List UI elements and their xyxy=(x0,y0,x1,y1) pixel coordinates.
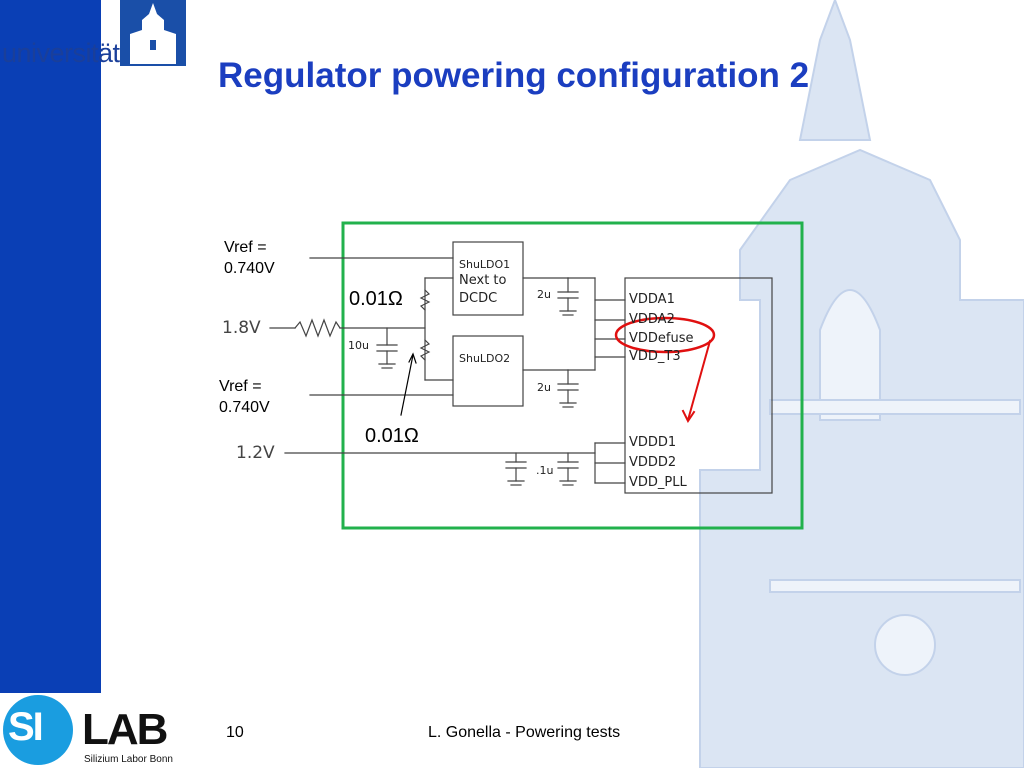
silab-word: LAB xyxy=(82,705,168,754)
supply-12-label: 1.2V xyxy=(236,443,275,463)
resistor-bottom-value: 0.01Ω xyxy=(365,425,419,447)
resistor-pointer xyxy=(400,354,414,416)
ldo1-line3: DCDC xyxy=(459,291,498,306)
chip-block xyxy=(624,277,773,494)
shunt-resistor-bottom xyxy=(419,339,431,361)
cap-ldo2-label: 2u xyxy=(537,381,551,394)
vddefuse-highlight-ellipse xyxy=(614,316,716,354)
slide-title: Regulator powering configuration 2 xyxy=(218,56,810,95)
ldo1-line2: Next to xyxy=(459,273,507,288)
cap-ldo1-label: 2u xyxy=(537,288,551,301)
vref-bottom-label: Vref = 0.740V xyxy=(219,378,270,416)
highlight-arrow xyxy=(686,339,712,422)
silab-mark-text: SI xyxy=(8,705,44,749)
chip-pin: VDD_T3 xyxy=(629,349,681,364)
ldo1-name: ShuLDO1 xyxy=(459,258,511,271)
vref-top-label: Vref = 0.740V xyxy=(224,239,275,277)
page-number: 10 xyxy=(226,724,244,741)
silab-subtitle: Silizium Labor Bonn xyxy=(84,754,173,765)
green-frame xyxy=(341,221,804,530)
ldo2-block xyxy=(452,335,524,407)
supply-18-resistor xyxy=(294,318,341,338)
chip-pin: VDD_PLL xyxy=(629,475,687,490)
ldo2-name: ShuLDO2 xyxy=(459,352,511,365)
cap-digital-label: .1u xyxy=(536,464,554,477)
silab-logo: SI LAB Silizium Labor Bonn xyxy=(0,693,200,768)
silab-mark-icon xyxy=(3,695,190,765)
footer-text: L. Gonella - Powering tests xyxy=(428,724,621,741)
resistor-top-value: 0.01Ω xyxy=(349,288,403,310)
university-emblem-icon xyxy=(120,0,186,66)
chip-pin: VDDD2 xyxy=(629,455,677,470)
chip-pin: VDDD1 xyxy=(629,435,677,450)
chip-pin: VDDA2 xyxy=(629,312,675,327)
sidebar-band xyxy=(0,0,101,693)
supply-18-label: 1.8V xyxy=(222,318,261,338)
chip-pin: VDDA1 xyxy=(629,292,675,307)
cap-input-label: 10u xyxy=(348,339,369,352)
shunt-resistor-top xyxy=(419,289,431,311)
chip-pin: VDDefuse xyxy=(629,331,694,346)
university-logo: universitätbonn xyxy=(0,0,190,70)
